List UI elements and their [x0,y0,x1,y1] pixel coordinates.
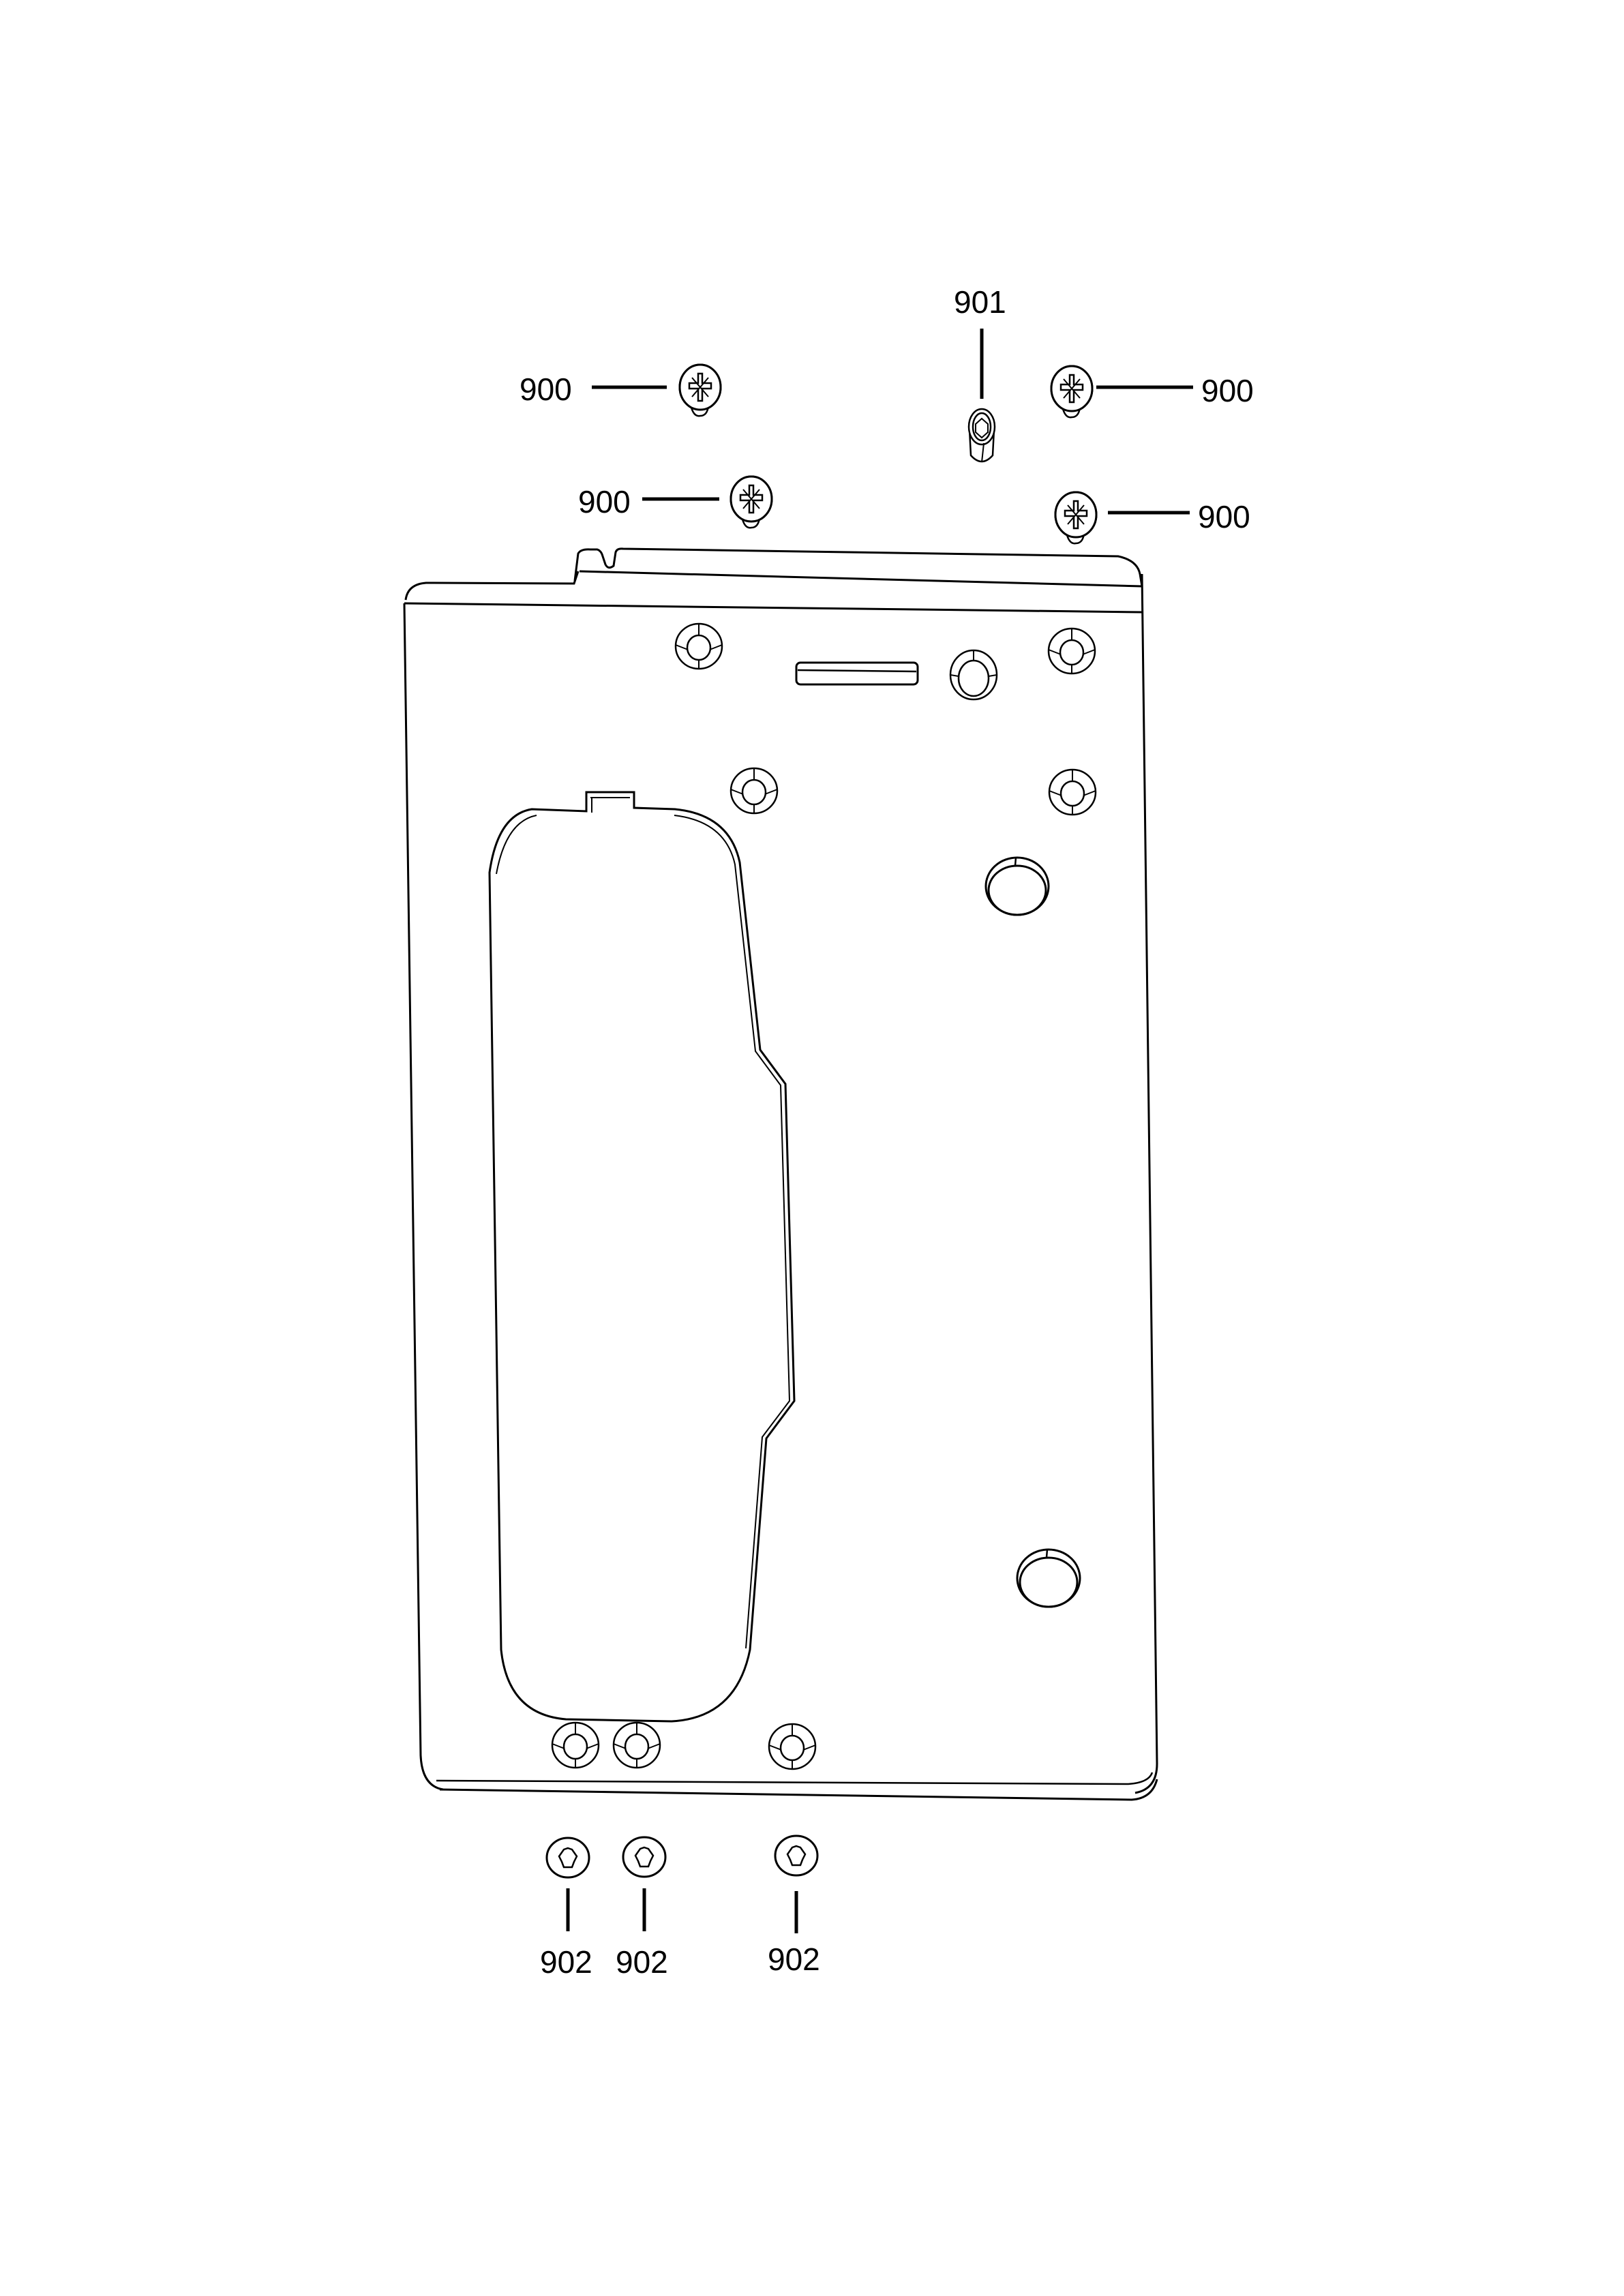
countersunk-hole [551,1721,600,1769]
callout-label-902: 902 [768,1942,820,1977]
callout-label-901: 901 [954,284,1006,320]
screw-902-icon [545,1837,590,1879]
large-hole [1016,1548,1081,1608]
screw-900-icon [678,363,722,417]
mounting-plate [403,547,1158,1801]
plain-hole [949,649,998,701]
countersunk-hole [1048,768,1097,816]
screw-900-icon [730,475,773,529]
callout-label-900: 900 [520,372,572,407]
countersunk-hole [730,767,779,815]
set-screw-901-icon [967,408,996,463]
callout-label-902: 902 [616,1944,668,1980]
countersunk-hole [674,622,723,670]
countersunk-hole [768,1723,817,1770]
screw-900-icon [1050,365,1094,419]
countersunk-hole [612,1721,661,1769]
plate-slot [795,661,919,686]
screw-902-icon [622,1836,667,1878]
callout-label-900: 900 [1201,373,1254,408]
plate-cutout [488,791,796,1723]
callout-label-900: 900 [1198,499,1250,534]
callout-label-902: 902 [540,1944,592,1980]
countersunk-hole [1047,627,1096,675]
screw-902-icon [774,1834,819,1877]
leader-lines [566,329,1193,1933]
screw-900-icon [1054,491,1098,545]
large-hole [984,856,1050,916]
callout-label-900: 900 [578,484,631,519]
